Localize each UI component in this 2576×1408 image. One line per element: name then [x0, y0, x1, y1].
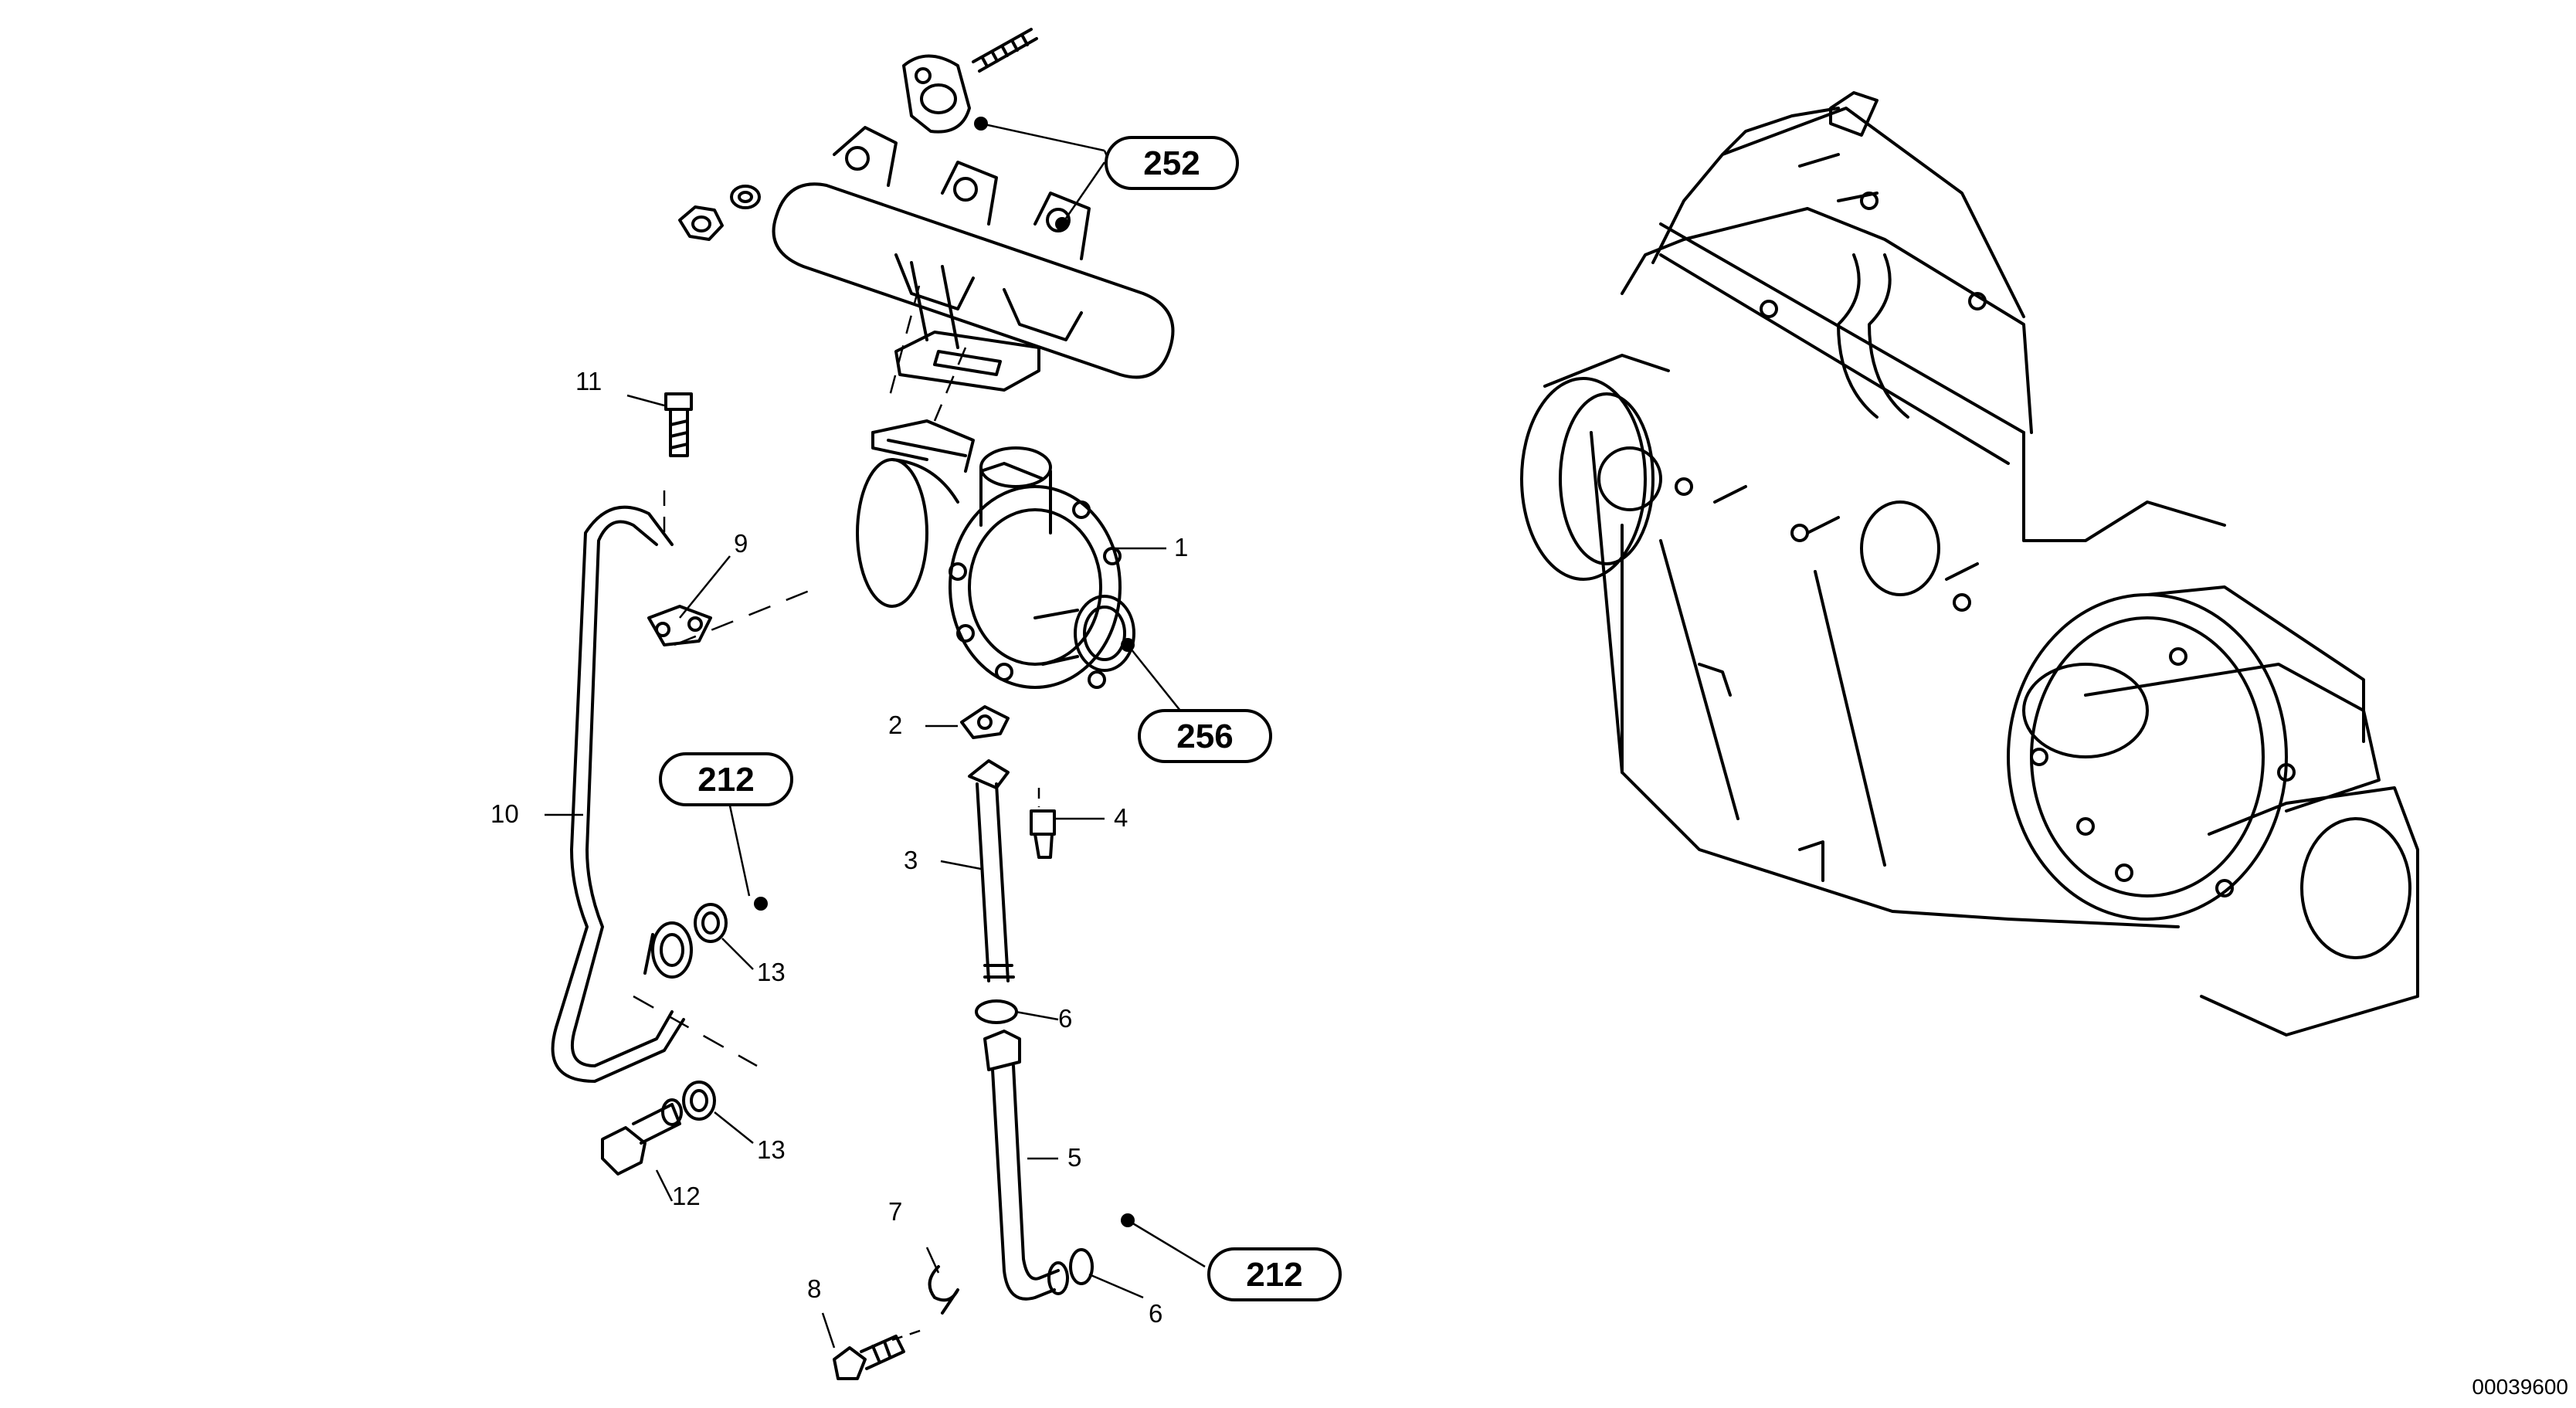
engine-assembly: [1520, 91, 2419, 1036]
exhaust-manifold: [772, 126, 1175, 379]
flange-gasket-2: [960, 705, 1010, 739]
callout-7: 7: [888, 1197, 902, 1226]
ref-box-256[interactable]: 256: [1138, 709, 1272, 763]
clip-7: [928, 1265, 959, 1315]
manifold-nut: [678, 205, 724, 241]
leader-lines: [545, 122, 1206, 1349]
manifold-flange-gasket: [902, 54, 971, 134]
callout-4: 4: [1114, 803, 1128, 832]
callout-1: 1: [1174, 533, 1188, 562]
callout-6-lower: 6: [1149, 1299, 1162, 1328]
bolt-11: [664, 392, 693, 457]
callout-5: 5: [1067, 1143, 1081, 1172]
callout-2: 2: [888, 711, 902, 739]
ref-box-252[interactable]: 252: [1105, 136, 1239, 190]
manifold-washer: [730, 185, 761, 209]
oil-feed-pipe-3: [968, 759, 1015, 982]
ref-label-252: 252: [1143, 144, 1200, 182]
callout-6-upper: 6: [1058, 1004, 1072, 1033]
ref-label-212-bottom: 212: [1246, 1256, 1302, 1294]
o-ring-6-lower: [1069, 1248, 1094, 1285]
turbo-flange-gasket: [894, 331, 1040, 392]
ref-box-212-bottom[interactable]: 212: [1207, 1247, 1342, 1301]
callout-13-upper: 13: [757, 958, 786, 986]
o-ring-6-upper: [975, 999, 1018, 1024]
callout-10: 10: [490, 799, 519, 828]
callout-9: 9: [734, 529, 748, 558]
banjo-fitting: [643, 921, 693, 979]
oil-return-line: [551, 505, 685, 1083]
callout-11: 11: [575, 367, 602, 395]
bolt-8: [833, 1335, 905, 1380]
banjo-bolt-12: [601, 1098, 683, 1176]
turbocharger: [856, 419, 1135, 689]
sealing-washer-13-lower: [682, 1081, 716, 1121]
ref-label-212-left: 212: [697, 761, 754, 799]
oil-feed-pipe-5: [983, 1030, 1069, 1301]
ref-label-256: 256: [1176, 718, 1233, 755]
stud-bolt: [972, 28, 1038, 73]
banjo-bolt-4: [1030, 809, 1056, 859]
callout-12: 12: [672, 1182, 701, 1210]
callout-3: 3: [904, 846, 918, 874]
line-flange-gasket: [647, 605, 712, 646]
leader-dots: [754, 117, 1135, 1227]
callout-8: 8: [807, 1274, 821, 1303]
ref-box-212-left[interactable]: 212: [659, 752, 793, 806]
callout-13-lower: 13: [757, 1135, 786, 1164]
part-callouts: 1 2 3 4 5 6 6 7 8 9 10 11 12 13 13: [490, 367, 1188, 1328]
sealing-washer-13-upper: [694, 903, 728, 943]
drawing-number: 00039600: [2472, 1375, 2568, 1399]
